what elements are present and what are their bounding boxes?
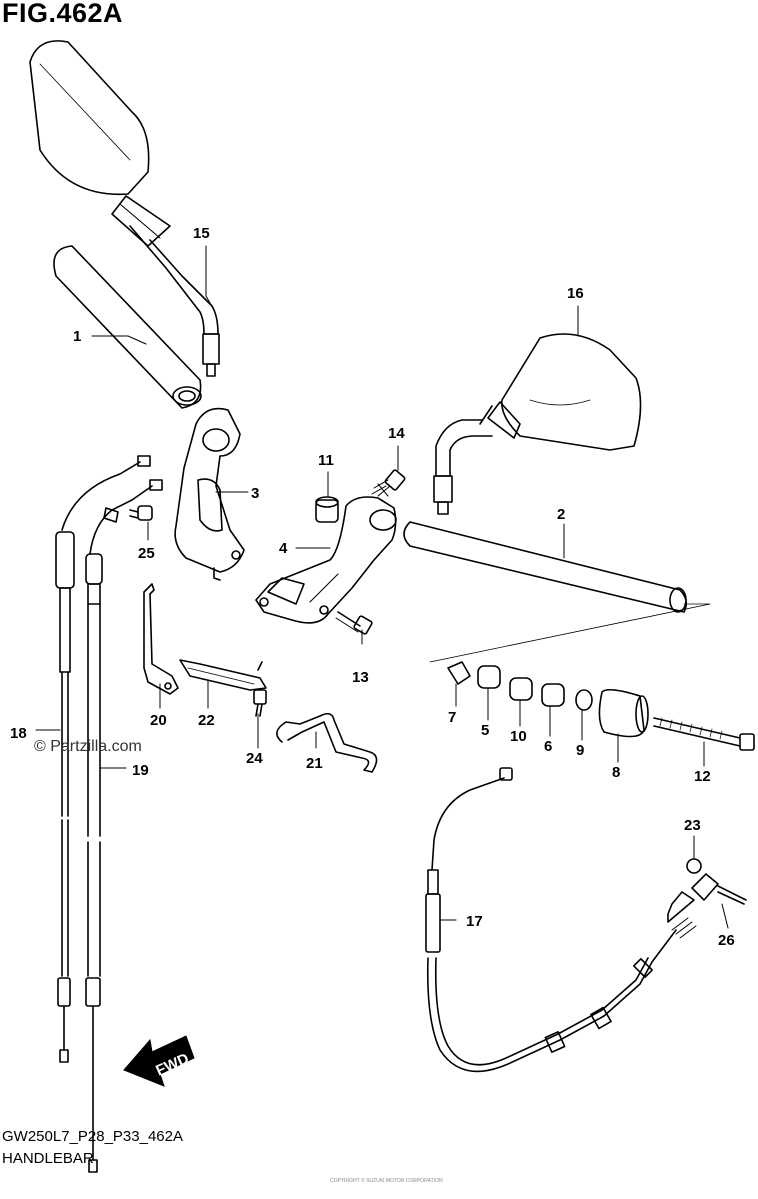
callout-21[interactable]: 21 <box>306 755 323 772</box>
callout-26[interactable]: 26 <box>718 932 735 949</box>
figure-name: HANDLEBAR <box>2 1150 94 1167</box>
lower-holder-bolt[interactable] <box>335 611 373 635</box>
callout-22[interactable]: 22 <box>198 712 215 729</box>
callout-23[interactable]: 23 <box>684 817 701 834</box>
callout-10[interactable]: 10 <box>510 728 527 745</box>
throttle-cable-no1[interactable] <box>55 455 151 1063</box>
clutch-cable[interactable] <box>425 767 719 1073</box>
figure-code: GW250L7_P28_P33_462A <box>2 1128 183 1145</box>
bar-end-screw[interactable] <box>653 717 755 751</box>
callout-12[interactable]: 12 <box>694 768 711 785</box>
callout-25[interactable]: 25 <box>138 545 155 562</box>
copyright-notice: COPYRIGHT © SUZUKI MOTOR CORPORATION <box>330 1178 443 1184</box>
callout-6[interactable]: 6 <box>544 738 552 755</box>
left-grip[interactable] <box>53 245 202 409</box>
callout-7[interactable]: 7 <box>448 709 456 726</box>
callout-11[interactable]: 11 <box>318 452 334 469</box>
callout-18[interactable]: 18 <box>10 725 27 742</box>
leader-lines <box>35 245 729 929</box>
cable-guide[interactable] <box>276 712 378 773</box>
callout-13[interactable]: 13 <box>352 669 369 686</box>
cable-clamp[interactable] <box>179 659 267 691</box>
callout-9[interactable]: 9 <box>576 742 584 759</box>
throttle-cable-no2[interactable] <box>85 479 163 1173</box>
callout-16[interactable]: 16 <box>567 285 584 302</box>
cushion[interactable] <box>315 496 339 523</box>
upper-holder-bolt[interactable] <box>371 469 406 497</box>
handlebar-holder[interactable] <box>255 496 397 624</box>
cable-bracket[interactable] <box>143 583 179 695</box>
callout-17[interactable]: 17 <box>466 913 483 930</box>
handlebar-tube[interactable] <box>403 521 711 663</box>
callout-3[interactable]: 3 <box>251 485 259 502</box>
callout-4[interactable]: 4 <box>279 540 288 557</box>
right-mirror[interactable] <box>433 333 642 515</box>
bar-end-weight[interactable] <box>598 688 649 738</box>
callout-20[interactable]: 20 <box>150 712 167 729</box>
callout-5[interactable]: 5 <box>481 722 489 739</box>
bar-end-parts[interactable] <box>447 661 593 711</box>
cable-pin[interactable] <box>717 885 747 905</box>
callout-1[interactable]: 1 <box>73 328 81 345</box>
left-mirror[interactable] <box>29 40 220 377</box>
lever-bolt[interactable] <box>129 505 153 521</box>
clutch-lever-holder[interactable] <box>174 407 245 581</box>
callout-2[interactable]: 2 <box>557 506 565 523</box>
adjuster-nut[interactable] <box>686 858 702 874</box>
callout-14[interactable]: 14 <box>388 425 405 442</box>
watermark: © Partzilla.com <box>34 738 142 755</box>
forward-arrow: FWD <box>123 1035 195 1087</box>
callout-24[interactable]: 24 <box>246 750 263 767</box>
figure-title: FIG.462A <box>2 0 124 28</box>
clamp-screw[interactable] <box>253 689 267 717</box>
callout-15[interactable]: 15 <box>193 225 210 242</box>
callouts: 1 2 3 4 5 6 7 8 9 10 11 12 13 14 15 16 1… <box>10 225 735 949</box>
callout-8[interactable]: 8 <box>612 764 620 781</box>
callout-19[interactable]: 19 <box>132 762 149 779</box>
